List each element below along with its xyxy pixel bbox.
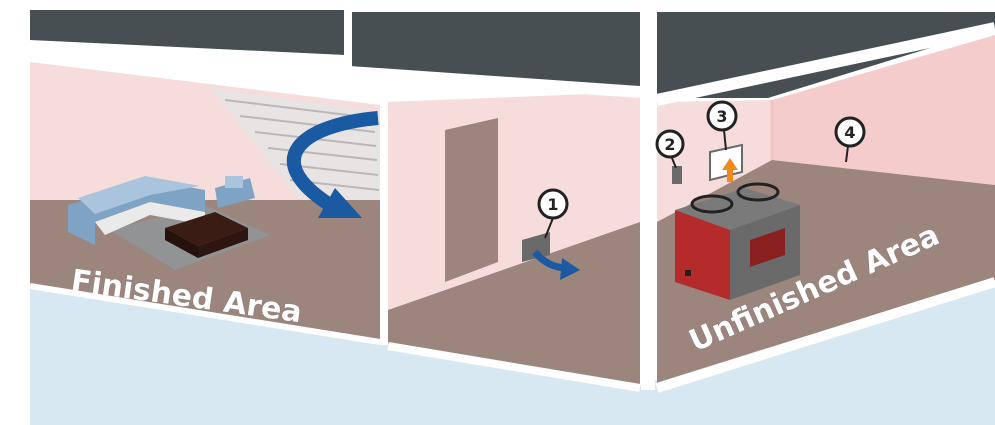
marker-4-number: 4 <box>844 123 855 142</box>
marker-1-number: 1 <box>547 195 558 214</box>
hallway-room <box>352 12 640 385</box>
marker-2-number: 2 <box>664 135 675 154</box>
doorway-icon <box>445 118 498 282</box>
vent-2-icon <box>672 166 682 184</box>
marker-3-number: 3 <box>716 107 727 126</box>
